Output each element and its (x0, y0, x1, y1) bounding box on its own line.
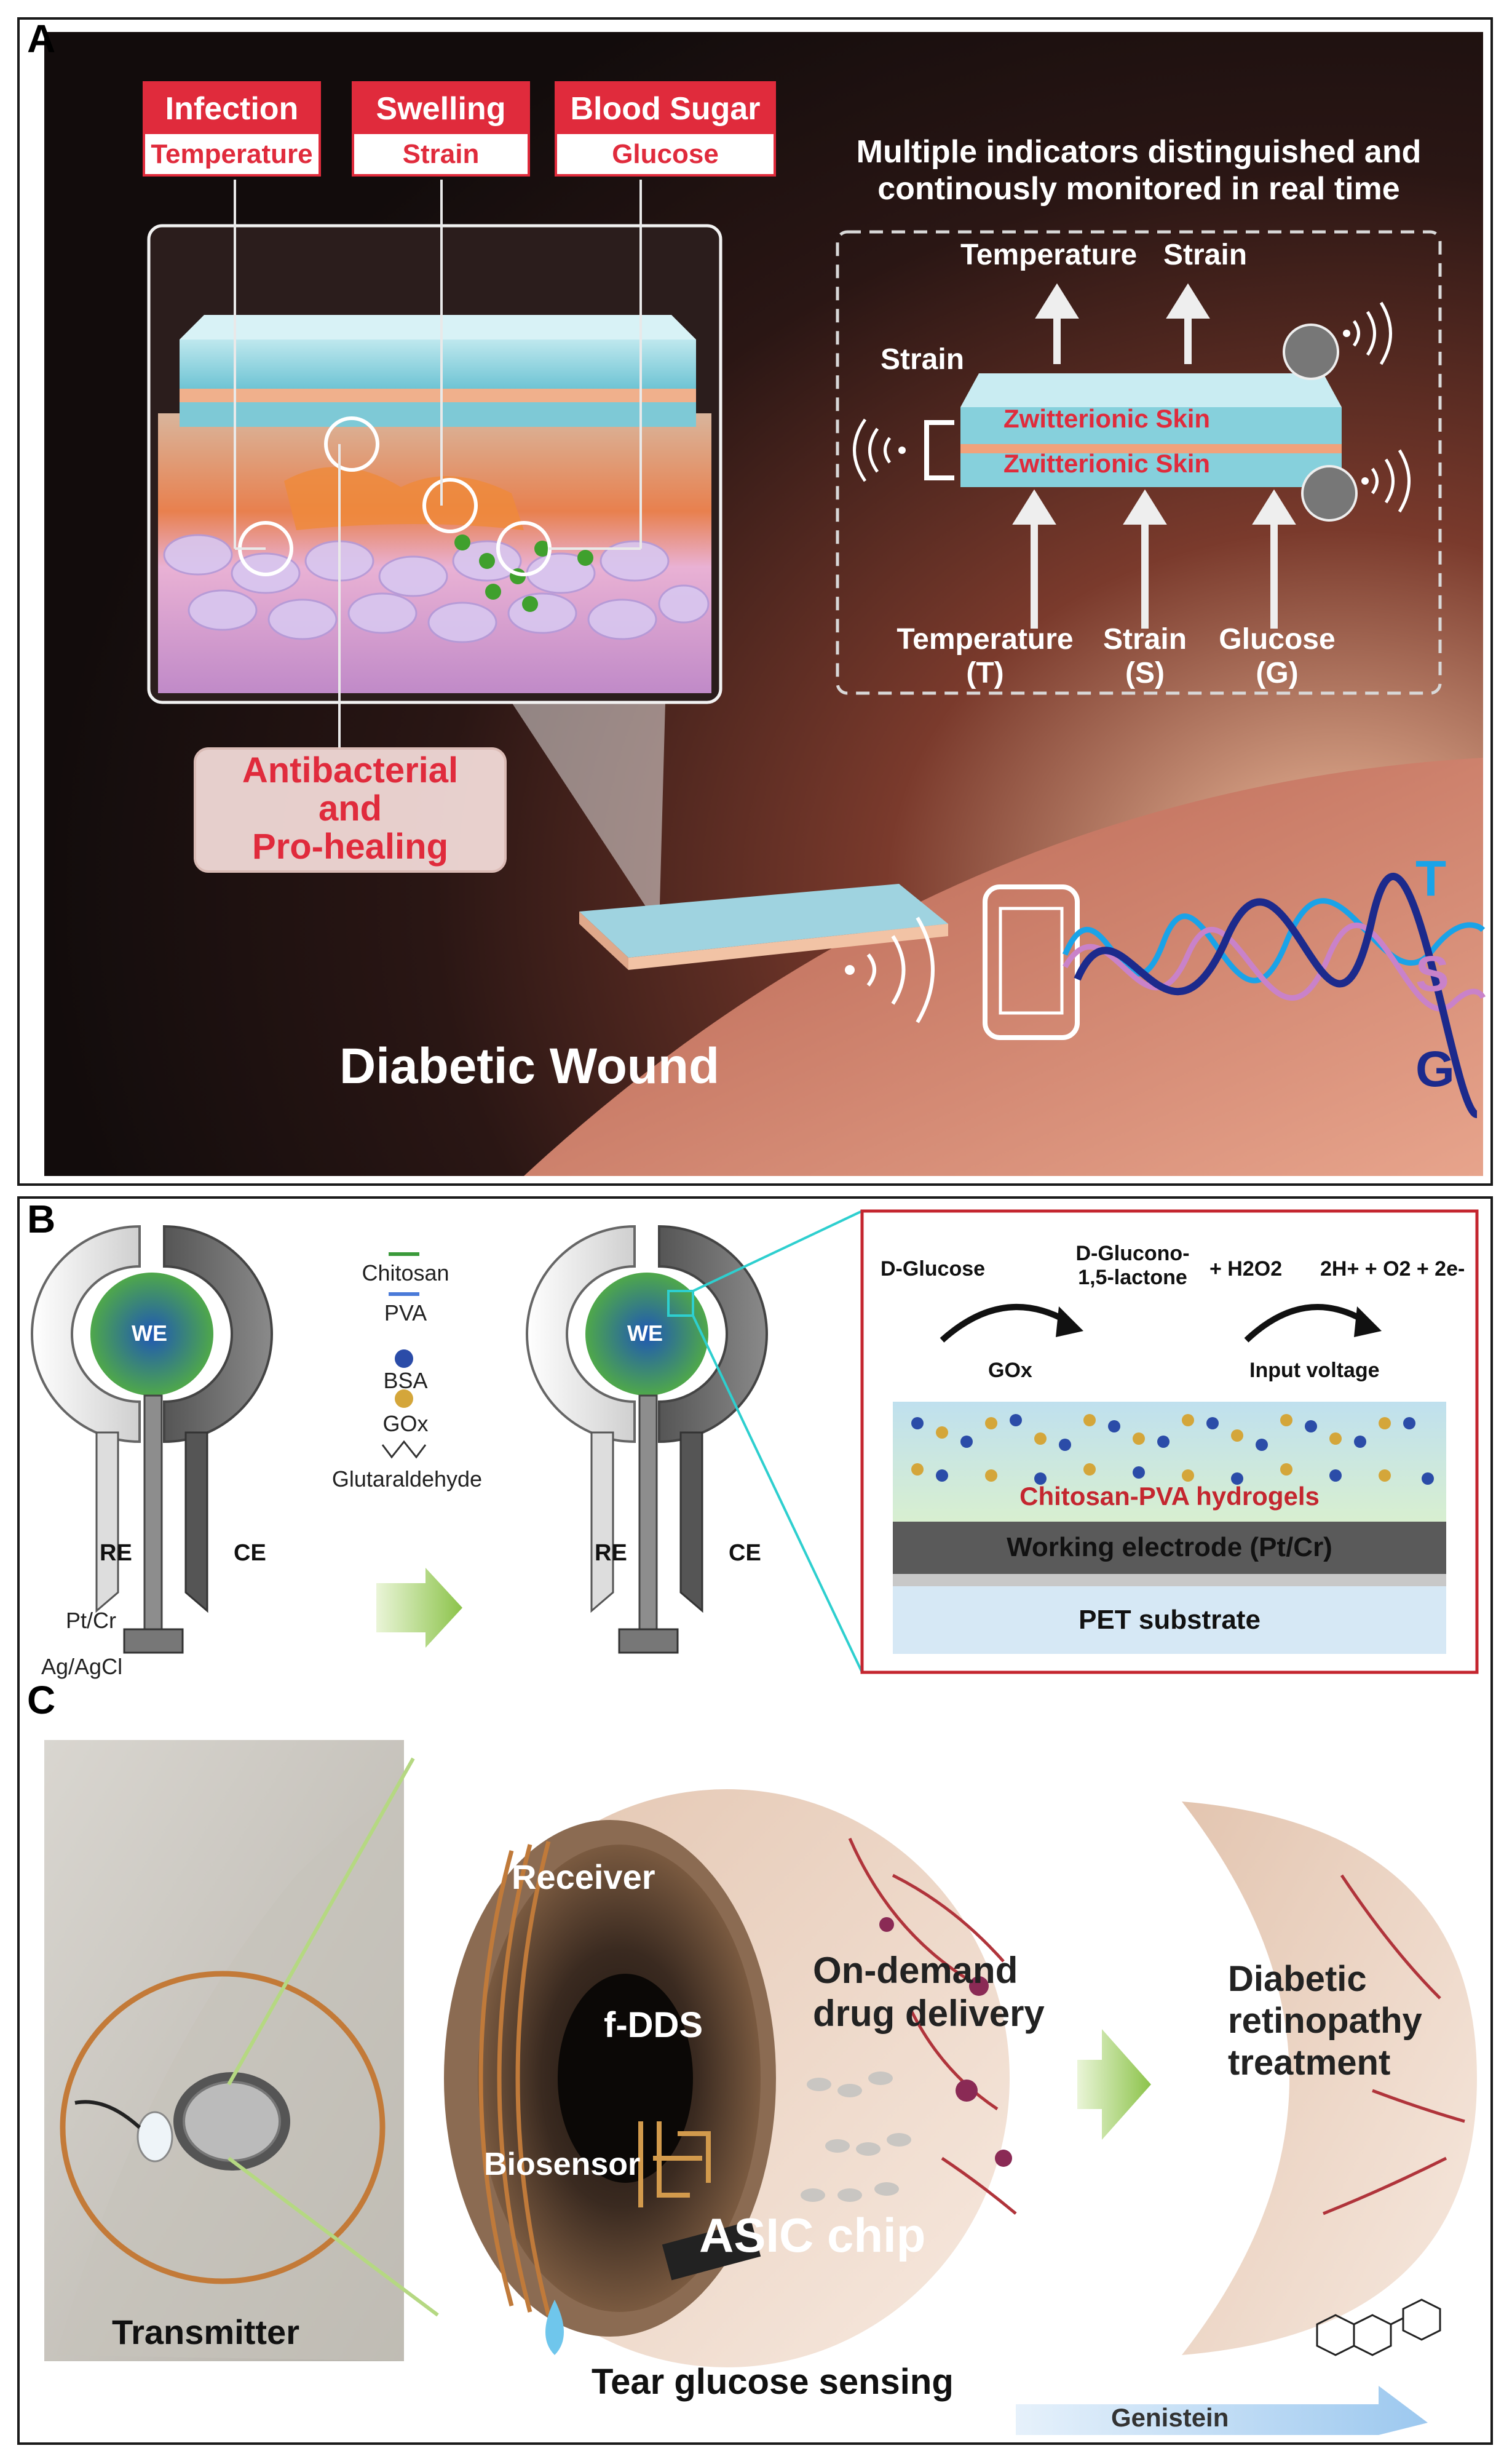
layer-label-top: Zwitterionic Skin (1003, 404, 1211, 433)
layer-working-electrode: Working electrode (Pt/Cr) (1007, 1532, 1332, 1562)
reaction-gox: GOx (988, 1359, 1032, 1382)
input-name: Glucose (1219, 623, 1336, 656)
legend-pva: PVA (384, 1300, 427, 1325)
reaction-h2o2: + H2O2 (1209, 1257, 1283, 1281)
indicator-box-swelling: Swelling Strain (352, 81, 530, 177)
input-name: Temperature (897, 623, 1074, 656)
treat-line1: Diabetic (1228, 1959, 1367, 1999)
layer-hydrogel: Chitosan-PVA hydrogels (1019, 1482, 1320, 1511)
re-label-2: RE (595, 1540, 627, 1566)
input-temperature: Temperature (T) (874, 622, 1096, 690)
fdds-label: f-DDS (604, 2005, 703, 2045)
layer-pet-substrate: PET substrate (1079, 1605, 1261, 1635)
reaction-glucono: D-Glucono- 1,5-lactone (1071, 1242, 1194, 1290)
treat-line2: retinopathy (1228, 2001, 1422, 2041)
antibacterial-label: Antibacterial and Pro-healing (195, 752, 505, 866)
reaction-glucose: D-Glucose (881, 1257, 986, 1281)
treatment-label: Diabetic retinopathy treatment (1228, 1958, 1422, 2084)
drug-line1: On-demand (813, 1950, 1018, 1991)
we-label-1: WE (132, 1321, 167, 1346)
legend-glutaraldehyde: Glutaraldehyde (331, 1466, 483, 1492)
panel-bc: B C WE WE RE CE RE CE Pt/Cr Ag/AgCl Chit… (17, 1196, 1493, 2445)
panel-a-label: A (27, 17, 56, 61)
panel-c-label: C (27, 1678, 56, 1722)
monitor-title-line1: Multiple indicators distinguished and (856, 134, 1422, 170)
antibacterial-line3: Pro-healing (251, 827, 449, 867)
monitor-title-line2: continously monitored in real time (877, 171, 1400, 207)
diabetic-wound-label: Diabetic Wound (339, 1038, 720, 1094)
panel-a-background (44, 32, 1486, 1176)
input-abbr: (T) (966, 657, 1004, 689)
reaction-products: 2H+ + O2 + 2e- (1320, 1257, 1465, 1281)
ptcr-label: Pt/Cr (66, 1608, 117, 1633)
antibacterial-line2: and (318, 789, 382, 828)
biosensor-label: Biosensor (484, 2147, 641, 2182)
indicator-title: Swelling (354, 84, 528, 134)
indicator-box-blood-sugar: Blood Sugar Glucose (555, 81, 776, 177)
asic-label: ASIC chip (699, 2208, 926, 2262)
panel-b-label: B (27, 1197, 56, 1241)
receiver-label: Receiver (512, 1857, 655, 1896)
input-abbr: (S) (1125, 657, 1165, 689)
layer-label-bottom: Zwitterionic Skin (1003, 449, 1211, 478)
indicator-subtitle: Strain (402, 139, 480, 169)
indicator-title: Blood Sugar (557, 84, 774, 134)
output-temperature: Temperature (960, 239, 1138, 271)
indicator-box-infection: Infection Temperature (143, 81, 321, 177)
input-abbr: (G) (1256, 657, 1299, 689)
we-label-2: WE (627, 1321, 663, 1346)
glucono-line1: D-Glucono- (1075, 1242, 1190, 1265)
side-strain-label: Strain (881, 343, 965, 376)
re-label-1: RE (100, 1540, 132, 1566)
input-strain: Strain (S) (1083, 622, 1206, 690)
reaction-input-voltage: Input voltage (1249, 1359, 1380, 1382)
ce-label-1: CE (234, 1540, 266, 1566)
input-name: Strain (1102, 623, 1187, 656)
indicator-subtitle: Temperature (151, 139, 313, 169)
glucono-line2: 1,5-lactone (1078, 1266, 1187, 1289)
treat-line3: treatment (1228, 2043, 1391, 2083)
drug-line2: drug delivery (813, 1993, 1045, 2034)
output-strain: Strain (1163, 239, 1248, 271)
signal-t-label: T (1415, 851, 1447, 907)
indicator-subtitle: Glucose (612, 139, 719, 169)
panel-b-graphics (31, 1209, 1479, 2435)
tear-glucose-label: Tear glucose sensing (592, 2362, 954, 2402)
signal-g-label: G (1415, 1041, 1455, 1097)
input-glucose: Glucose (G) (1213, 622, 1342, 690)
legend-bsa: BSA (383, 1368, 428, 1393)
genistein-label: Genistein (1111, 2403, 1229, 2432)
agcl-label: Ag/AgCl (41, 1654, 123, 1679)
ce-label-2: CE (729, 1540, 761, 1566)
antibacterial-line1: Antibacterial (242, 750, 459, 790)
legend-gox: GOx (382, 1411, 429, 1436)
legend-chitosan: Chitosan (362, 1260, 449, 1285)
transmitter-label: Transmitter (112, 2313, 299, 2351)
drug-delivery-label: On-demand drug delivery (813, 1949, 1045, 2035)
indicator-title: Infection (145, 84, 319, 134)
panel-a: A Infection Temperature Swelling Strain … (17, 17, 1493, 1186)
signal-s-label: S (1415, 946, 1449, 1002)
